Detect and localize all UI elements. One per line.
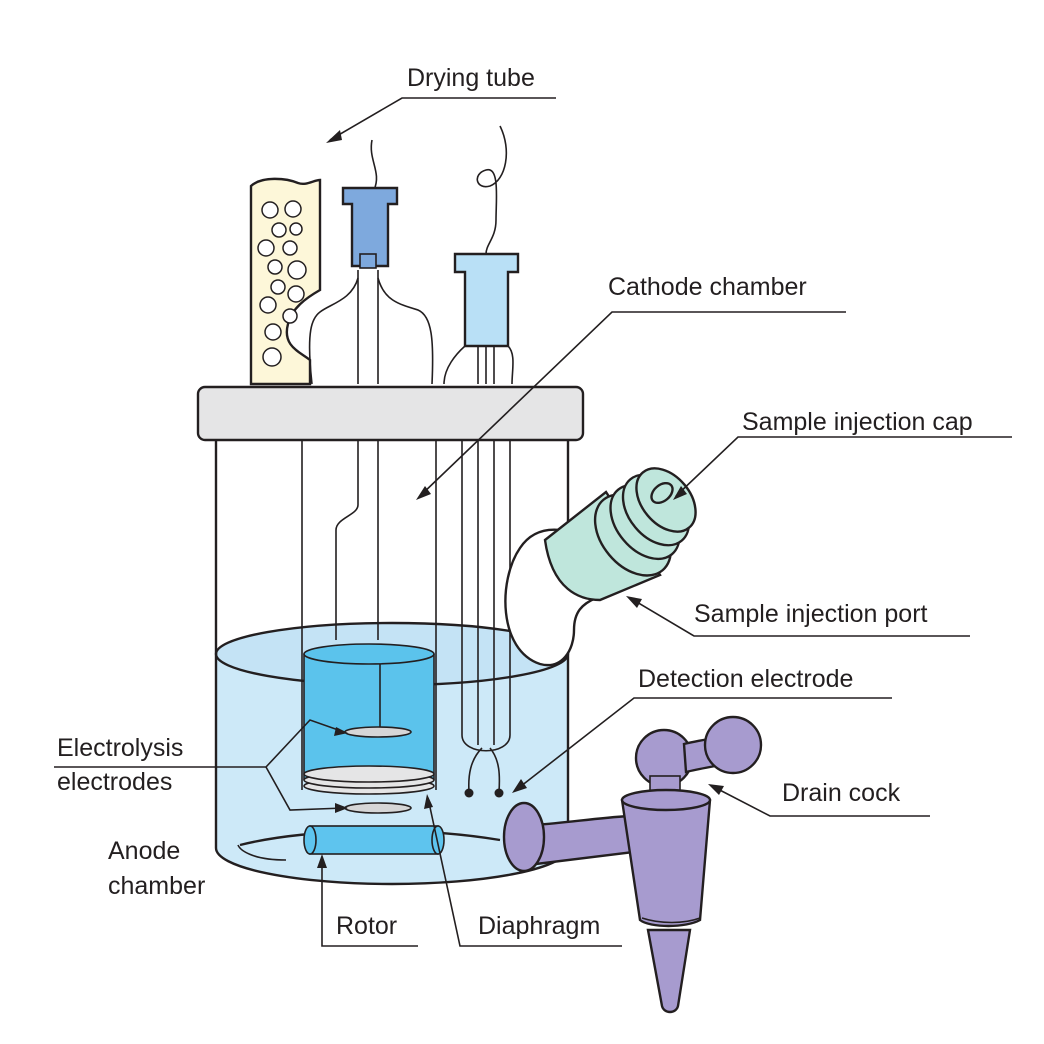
label-sample-injection-cap: Sample injection cap — [742, 408, 973, 436]
label-anode-chamber-2: chamber — [108, 872, 205, 900]
label-electrolysis-electrodes-1: Electrolysis — [57, 734, 183, 762]
rotor — [239, 825, 501, 855]
label-drain-cock: Drain cock — [782, 779, 901, 807]
label-sample-injection-port: Sample injection port — [694, 600, 928, 628]
label-rotor: Rotor — [336, 912, 397, 940]
label-cathode-chamber: Cathode chamber — [608, 273, 807, 301]
electrolysis-electrode-cap — [341, 139, 399, 269]
sample-injection-cap — [543, 467, 697, 602]
label-detection-electrode: Detection electrode — [638, 665, 853, 693]
cathode-chamber — [301, 270, 437, 814]
drain-cock — [502, 715, 763, 1014]
label-diaphragm: Diaphragm — [478, 912, 600, 940]
vessel-lid — [196, 385, 585, 442]
label-electrolysis-electrodes-2: electrodes — [57, 768, 172, 796]
label-drying-tube: Drying tube — [407, 64, 535, 92]
labels: Drying tube Cathode chamber Sample injec… — [57, 64, 973, 940]
detection-electrode — [443, 125, 520, 798]
label-anode-chamber-1: Anode — [108, 837, 180, 865]
leader-lines — [54, 97, 1012, 947]
drying-tube — [249, 177, 322, 386]
